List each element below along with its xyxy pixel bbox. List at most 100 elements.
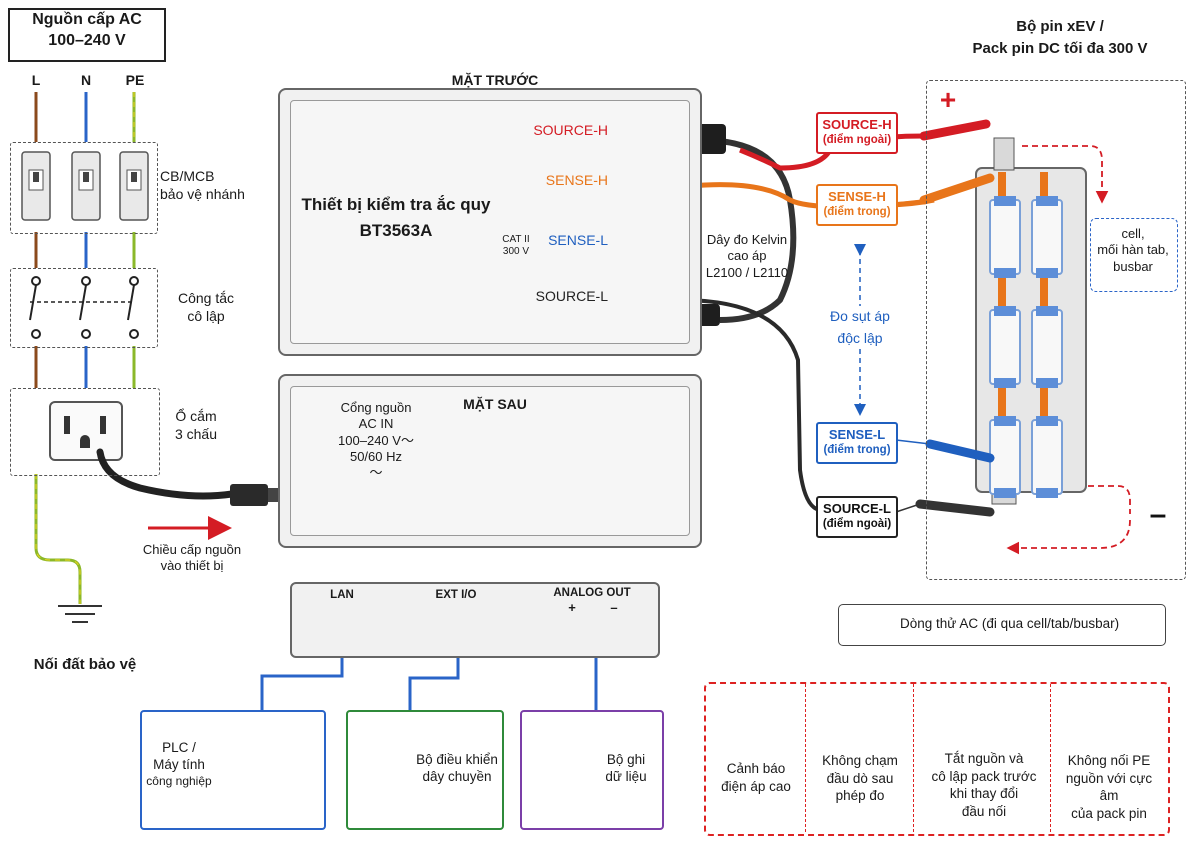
cell-tab: [994, 306, 1016, 316]
probe-label-source-h: SOURCE-H (điểm ngoài): [816, 112, 898, 154]
probe-label-sense-l: SENSE-L (điểm trong): [816, 422, 898, 464]
logger-label: Bộ ghi dữ liệu: [596, 752, 656, 786]
battery-minus-sign: –: [1149, 498, 1167, 531]
probe-source-h-title: SOURCE-H: [822, 117, 892, 132]
plc-label-line2: Máy tính: [153, 756, 205, 772]
plc-label-line3: công nghiệp: [146, 773, 212, 788]
breaker-label-line1: CB/MCB: [160, 168, 215, 184]
cell-tab: [1036, 306, 1058, 316]
front-panel-heading: MẶT TRƯỚC: [451, 72, 539, 88]
cable-label-line1: Dây đo Kelvin: [706, 232, 788, 247]
cell-tab: [994, 268, 1016, 278]
logger-box: [520, 710, 664, 830]
battery-region: [926, 80, 1186, 580]
analog-plus-label: +: [568, 600, 576, 615]
cable-label-line3: L2100 / L2110: [705, 264, 789, 280]
cell-tab: [994, 378, 1016, 388]
controller-label-line1: Bộ điều khiển: [416, 752, 498, 767]
warning-2-line2: đầu dò sau: [826, 770, 894, 786]
phase-pe-label: PE: [125, 72, 145, 88]
front-panel: [278, 88, 702, 356]
switch-label: Công tắc cô lập: [166, 290, 246, 325]
controller-label-line2: dây chuyền: [422, 768, 492, 784]
rear-panel-face: [290, 386, 690, 536]
power-flow-line2: vào thiết bị: [160, 558, 224, 574]
warning-item-3: Tắt nguồn và cô lập pack trước khi thay …: [918, 750, 1050, 820]
probe-label-source-l: SOURCE-L (điểm ngoài): [816, 496, 898, 538]
voltage-drop-line2: độc lập: [837, 329, 883, 346]
power-flow-line1: Chiều cấp nguồn: [142, 542, 242, 557]
cell-tab: [994, 196, 1016, 206]
phase-n-label: N: [80, 72, 92, 88]
warning-divider-2: [913, 684, 914, 832]
cat-rating-line1: CAT II: [502, 234, 530, 245]
mains-wires: [34, 92, 136, 623]
cell-note-line1: cell,: [1121, 226, 1145, 241]
logger-label-line2: dữ liệu: [605, 768, 647, 784]
battery-title-line1: Bộ pin xEV /: [1016, 18, 1104, 35]
ac-source-title: Nguồn cấp AC: [32, 11, 142, 28]
legend-current-label: Dòng thử AC (đi qua cell/tab/busbar): [900, 616, 1120, 631]
cell-tab: [1036, 378, 1058, 388]
isolation-switch-contacts: [29, 276, 139, 339]
warning-1-line1: Cảnh báo: [726, 761, 786, 776]
device-name: Thiết bị kiểm tra ắc quy BT3563A: [296, 192, 496, 243]
warning-divider-3: [1050, 684, 1051, 832]
cell-tab: [1036, 488, 1058, 498]
cell-tab: [1036, 416, 1058, 426]
probe-source-h-sub: (điểm ngoài): [822, 134, 892, 147]
cell-tab: [994, 488, 1016, 498]
warning-4-line1: Không nối PE: [1067, 753, 1151, 768]
probe-label-sense-h: SENSE-H (điểm trong): [816, 184, 898, 226]
analog-out-label: ANALOG OUT: [553, 587, 631, 599]
controller-label: Bộ điều khiển dây chuyền: [412, 752, 502, 786]
controller-box: [346, 710, 504, 830]
battery-title: Bộ pin xEV / Pack pin DC tối đa 300 V: [940, 16, 1180, 60]
ac-in-line1: Cổng nguồn: [340, 400, 412, 415]
ground-label: Nối đất bảo vệ: [33, 656, 137, 673]
warning-1-line2: điện áp cao: [721, 778, 791, 794]
probe-sense-l-sub: (điểm trong): [823, 444, 891, 457]
probe-source-l-title: SOURCE-L: [823, 501, 891, 516]
logger-label-line1: Bộ ghi: [606, 752, 646, 767]
cable-label: Dây đo Kelvin cao áp L2100 / L2110: [700, 232, 794, 281]
plc-label-line1: PLC /: [162, 740, 196, 755]
ext-io-label: EXT I/O: [435, 589, 477, 601]
warning-3-line2: cô lập pack trước: [931, 768, 1037, 784]
warning-3-line4: đầu nối: [961, 803, 1007, 819]
battery-cells: [989, 172, 1063, 498]
warning-divider-1: [805, 684, 806, 832]
ac-in-label: Cổng nguồn AC IN 100–240 V～ 50/60 Hz ～: [316, 400, 436, 481]
breaker-label: CB/MCB bảo vệ nhánh: [160, 168, 270, 203]
terminal-label-source-h: SOURCE-H: [533, 122, 608, 138]
outlet-label-line1: Ổ cắm: [175, 408, 217, 424]
warning-2-line3: phép đo: [835, 788, 885, 804]
rear-panel-heading: MẶT SAU: [463, 396, 527, 412]
phase-l-label: L: [31, 72, 41, 88]
plc-label: PLC / Máy tính công nghiệp: [142, 740, 216, 789]
cell-note-line2: mối hàn tab,: [1097, 242, 1169, 258]
battery-title-line2: Pack pin DC tối đa 300 V: [972, 39, 1148, 57]
voltage-drop-line1: Đo sụt áp: [830, 308, 890, 324]
warning-4-line3: của pack pin: [1071, 805, 1147, 821]
lan-port-label: LAN: [330, 589, 354, 601]
power-plug: [230, 484, 284, 506]
legend-box: [838, 604, 1166, 646]
breaker-group: [10, 142, 158, 234]
cat-rating-line2: 300 V: [502, 246, 530, 257]
probe-clips: [895, 119, 995, 517]
breaker-units: [21, 151, 149, 221]
cell-note-line3: busbar: [1113, 258, 1153, 274]
ac-current-paths: [1006, 145, 1131, 555]
cat-rating: CAT II 300 V: [496, 234, 536, 258]
terminal-label-sense-l: SENSE-L: [548, 232, 608, 248]
cell-tab: [1036, 268, 1058, 278]
warning-2-line1: Không chạm: [822, 753, 898, 768]
probe-sense-l-title: SENSE-L: [828, 427, 886, 442]
ac-in-line5: ～: [369, 465, 383, 480]
plc-box: [140, 710, 326, 830]
power-flow-label: Chiều cấp nguồn vào thiết bị: [132, 542, 252, 575]
warning-4-line2: nguồn với cực âm: [1065, 770, 1153, 804]
warning-item-2: Không chạm đầu dò sau phép đo: [810, 752, 910, 805]
breaker-label-line2: bảo vệ nhánh: [160, 185, 245, 202]
